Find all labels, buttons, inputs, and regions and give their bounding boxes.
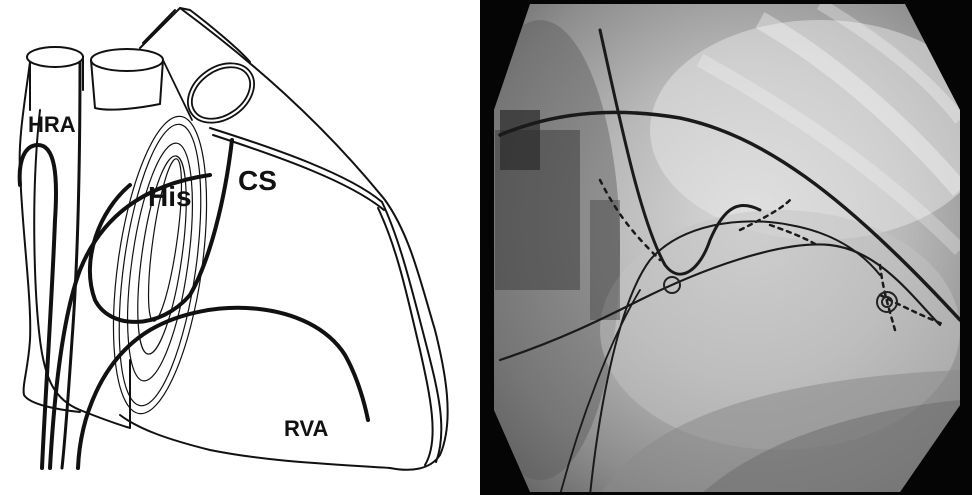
label-rva: RVA: [284, 416, 329, 441]
rva-catheter: [78, 308, 368, 468]
cs-catheter: [90, 140, 232, 322]
hra-catheter: [20, 145, 56, 468]
ventricle-outline: [120, 8, 448, 470]
great-vessels: [91, 8, 250, 110]
label-his: His: [148, 181, 192, 212]
heart-diagram: HRA His CS RVA: [20, 8, 448, 470]
label-cs: CS: [238, 165, 277, 196]
fluoroscopy-image: [460, 0, 972, 495]
label-hra: HRA: [28, 112, 76, 137]
right-atrium-outline: [20, 47, 83, 412]
